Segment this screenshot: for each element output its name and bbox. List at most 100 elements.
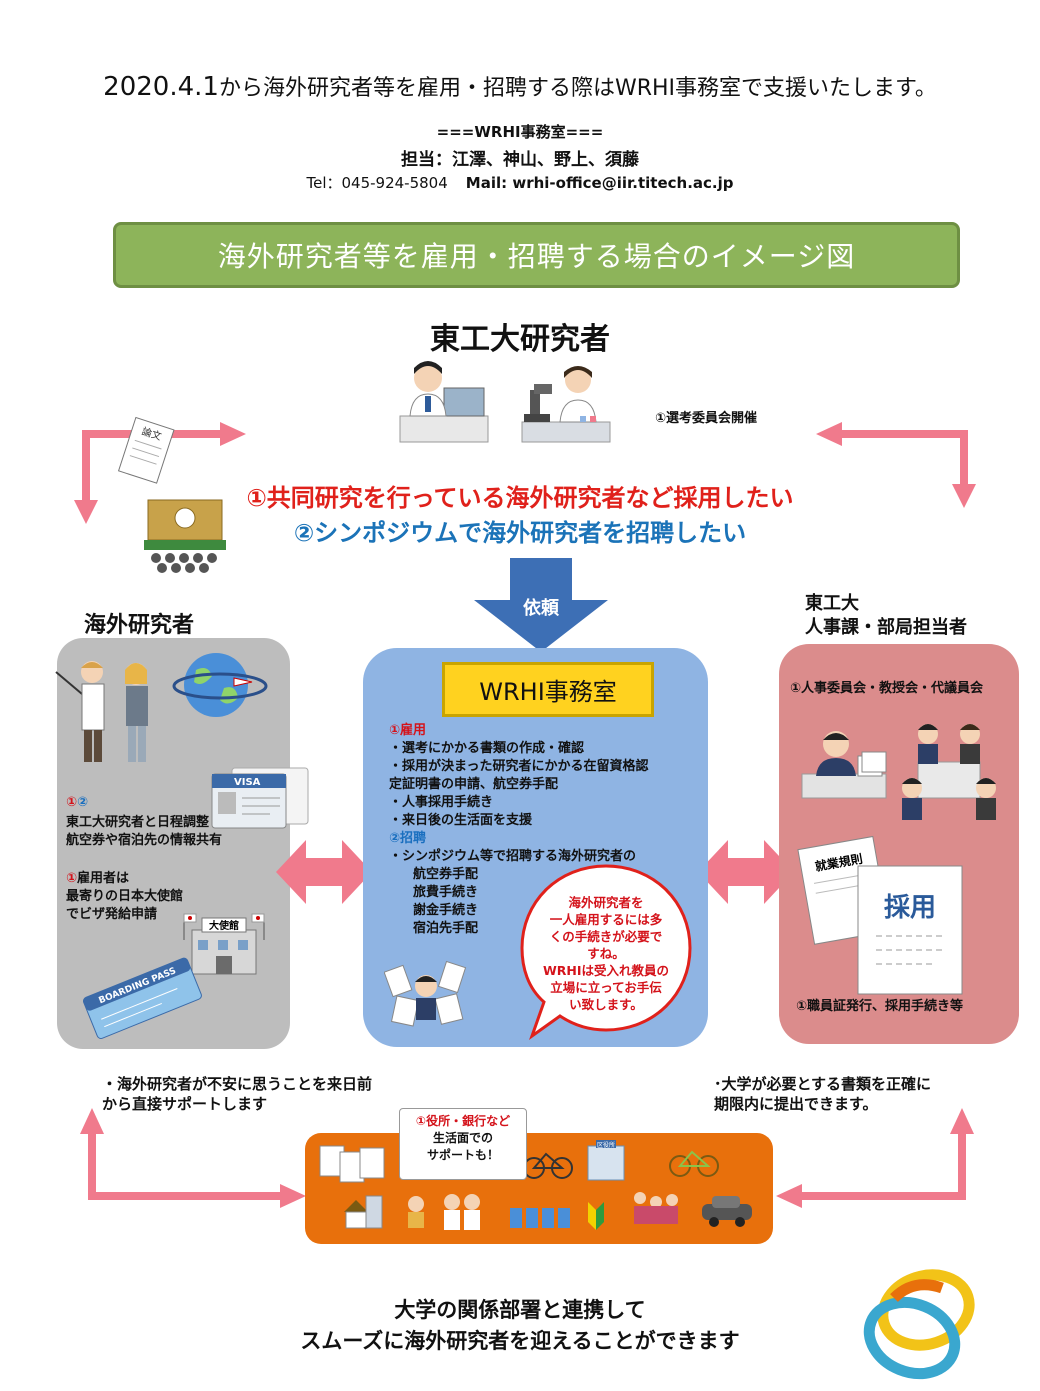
closing-line2: スムーズに海外研究者を迎えることができます [300,1329,740,1353]
houses-icon [344,1195,383,1229]
invite-item: 航空券手配 [413,867,479,882]
right-support-line2: 期限内に提出できます。 [714,1095,878,1113]
hire-heading: ①雇用 [389,723,427,738]
invite-intro: ・シンポジウム等で招聘する海外研究者の [389,849,637,864]
life-support-illustrations: 区役所 [319,1140,752,1230]
left-support-note: ・海外研究者が不安に思うことを来日前 から直接サポートします [102,1074,372,1114]
left-visa-line1: 雇用者は [77,871,130,886]
left-steps-marker1: ① [66,795,78,810]
speech-line: WRHIは受入れ教員の [542,963,670,978]
staff-list: 担当：江澤、神山、野上、須藤 [401,150,639,170]
speech-line: くの手続きが必要で [549,929,663,944]
hire-item: 定証明書の申請、航空券手配 [389,777,559,792]
hire-item: ・選考にかかる書類の作成・確認 [389,741,585,756]
hire-item: ・人事採用手続き [389,795,494,810]
tel-number: Tel：045-924-5804 [306,174,448,192]
diagram-title-banner: 海外研究者等を雇用・招聘する場合のイメージ図 [113,222,960,288]
bottom-left-arrow [80,1108,306,1208]
titech-researcher-title: 東工大研究者 [430,322,610,357]
bicycle-icon [669,1150,719,1177]
speech-line: 一人雇用するには多 [549,912,663,927]
top-right-arrow [816,422,976,508]
embassy-label: 大使館 [209,919,239,932]
car-icon [702,1196,752,1227]
speech-line: い致します。 [569,997,643,1012]
left-steps-text: 東工大研究者と日程調整 航空券や宿泊先の情報共有 [66,814,222,850]
life-support-bubble: ①役所・銀行など 生活面での サポートも！ [399,1108,527,1180]
hr-staff-title: 東工大 人事課・部局担当者 [805,592,967,640]
meeting-icon [902,724,996,820]
mail-address: Mail: wrhi-office@iir.titech.ac.jp [465,174,734,192]
speech-line: 海外研究者を [568,895,644,910]
left-support-line1: ・海外研究者が不安に思うことを来日前 [102,1075,373,1093]
researcher-laptop-illustration [399,361,489,443]
top-note-text: から海外研究者等を雇用・招聘する際はWRHI事務室で支援いたします。 [218,76,937,101]
bubble-line2: 生活面での [432,1131,493,1145]
hire-item: ・来日後の生活面を支援 [389,813,533,828]
left-visa-marker: ① [66,871,78,886]
ward-office-label: 区役所 [597,1141,615,1149]
people-group-icon [634,1192,678,1224]
wrhi-logo-icon [863,1269,975,1380]
right-support-line1: ･大学が必要とする書類を正確に [714,1075,932,1093]
form-doc-icon [359,1147,385,1179]
trash-bins-icon [510,1208,570,1228]
goal-hire: ①共同研究を行っている海外研究者など採用したい [246,484,794,512]
left-steps-line1: 東工大研究者と日程調整 [66,815,210,830]
bubble-line1: ①役所・銀行など [415,1114,511,1128]
top-left-arrow [74,422,246,524]
request-arrow: 依頼 [474,558,608,652]
speech-bubble [520,864,692,1040]
left-visa-line2: 最寄りの日本大使館 [66,889,184,904]
boarding-pass-icon: BOARDING PASS [82,957,202,1039]
left-steps-line2: 航空券や宿泊先の情報共有 [66,833,223,848]
embassy-icon: 大使館 [183,913,265,975]
invite-item: 旅費手続き [413,885,479,900]
doctor-nurse-icon [444,1194,480,1230]
researchers-illustration [55,661,148,762]
left-double-arrow [276,840,372,904]
hire-doc-label: 採用 [884,893,936,923]
left-steps-marker: ①② [66,794,88,812]
left-steps-marker2: ② [77,795,89,810]
left-visa-text: ①雇用者は 最寄りの日本大使館 でビザ発給申請 [66,870,183,924]
employment-documents-icon: 就業規則 採用 [797,835,963,995]
left-visa-line3: でビザ発給申請 [66,907,158,922]
left-support-line2: から直接サポートします [102,1095,268,1113]
hire-item: ・採用が決まった研究者にかかる在留資格認 [389,759,649,774]
request-label: 依頼 [523,597,560,619]
beginner-mark-icon [588,1202,604,1230]
hr-title-line2: 人事課・部局担当者 [805,617,967,638]
id-card-note: ①職員証発行、採用手続き等 [796,999,964,1014]
overseas-researcher-title: 海外研究者 [84,613,195,638]
ward-office-icon: 区役所 [587,1140,625,1181]
visa-label: VISA [234,777,261,788]
selection-committee-note: ①選考委員会開催 [655,411,758,426]
visa-card-icon: VISA [211,767,309,829]
contact-info: Tel：045-924-5804 Mail: wrhi-office@iir.ti… [0,172,1040,193]
office-name: ===WRHI事務室=== [436,123,604,141]
speech-line: すね。 [587,946,625,961]
goal-invite: ②シンポジウムで海外研究者を招聘したい [293,519,747,547]
hire-section: ①雇用 ・選考にかかる書類の作成・確認 ・採用が決まった研究者にかかる在留資格認… [389,722,648,938]
top-note: 2020.4.1から海外研究者等を雇用・招聘する際はWRHI事務室で支援いたしま… [0,70,1040,102]
paper-document-icon: 論文 [117,416,175,484]
right-support-note: ･大学が必要とする書類を正確に 期限内に提出できます。 [714,1074,931,1114]
bottom-right-arrow [776,1108,974,1208]
closing-line1: 大学の関係部署と連携して [394,1298,646,1322]
symposium-icon [144,499,226,573]
family-icon [408,1196,424,1228]
desk-worker-icon [801,731,887,799]
bicycle-icon [523,1152,573,1179]
invite-item: 宿泊先手配 [413,921,479,936]
invite-item: 謝金手続き [413,903,479,918]
committee-note: ①人事委員会・教授会・代議員会 [790,681,984,696]
wrhi-office-title: WRHI事務室 [442,662,654,717]
globe-airplane-icon [172,653,268,717]
right-double-arrow [698,840,794,904]
hr-title-line1: 東工大 [805,593,859,614]
researcher-microscope-illustration [521,366,611,443]
speech-bubble-text: 海外研究者を 一人雇用するには多 くの手続きが必要で すね。 WRHIは受入れ教… [526,894,686,1013]
invite-heading: ②招聘 [389,831,427,846]
bubble-line3: サポートも！ [426,1148,499,1162]
